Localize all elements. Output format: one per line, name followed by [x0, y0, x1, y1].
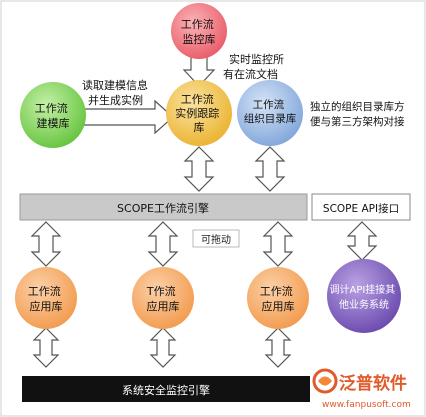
- app-lib-1-line-1: 工作流: [28, 284, 61, 298]
- arrow-engine-app1: [30, 221, 62, 267]
- security-bar: [22, 376, 310, 402]
- draggable-tag-label: 可拖动: [201, 233, 231, 246]
- arrow-engine-app3: [262, 221, 294, 267]
- read-model-note: 读取建模信息 并生成实例: [82, 78, 152, 107]
- arrow-monitor-to-tracking: [182, 56, 216, 87]
- api-bar: [311, 193, 411, 221]
- app-lib-2-node: [132, 267, 194, 329]
- api-bubble-line-1: 调计API挂接其: [329, 283, 395, 296]
- arrow-model-to-tracking: [83, 99, 174, 135]
- app-lib-2-line-2: 应用库: [147, 299, 180, 313]
- org-note: 独立的组织目录库方 便与第三方架构对接: [310, 100, 408, 128]
- model-lib-line-2: 建模库: [37, 116, 70, 130]
- tracking-lib-line-2: 实例跟踪: [175, 106, 219, 120]
- org-note-line-1: 独立的组织目录库方: [310, 100, 405, 113]
- monitor-lib-line-1: 工作流: [181, 17, 214, 31]
- model-lib-node: [20, 82, 86, 148]
- api-bubble-node: [327, 259, 401, 333]
- monitor-lib-line-2: 监控库: [183, 32, 216, 46]
- org-lib-node: [237, 80, 303, 146]
- org-lib-line-2: 组织目录库: [244, 112, 297, 125]
- realtime-note-line-1: 实时监控所: [229, 52, 284, 66]
- app-lib-2-label: T作流 应用库: [146, 284, 180, 313]
- realtime-note: 实时监控所 有在流文档: [223, 52, 288, 81]
- org-lib-label: 工作流 组织目录库: [244, 98, 297, 125]
- brand-url: www.fanpusoft.com: [322, 400, 411, 410]
- api-bar-label: SCOPE API接口: [323, 202, 399, 215]
- tracking-lib-label: 工作流 实例跟踪 库: [175, 92, 223, 134]
- org-note-line-2: 便与第三方架构对接: [310, 115, 405, 128]
- app-lib-1-line-2: 应用库: [30, 299, 63, 313]
- tracking-lib-node: [166, 80, 232, 146]
- realtime-note-line-2: 有在流文档: [223, 67, 278, 81]
- arrow-app2-security: [149, 327, 177, 368]
- app-lib-2-line-1: T作流: [146, 284, 176, 298]
- brand-name: 泛普软件: [339, 373, 407, 394]
- model-lib-line-1: 工作流: [35, 101, 68, 115]
- arrow-tracking-engine: [183, 146, 215, 192]
- monitor-lib-node: [171, 3, 227, 59]
- draggable-tag: [192, 229, 240, 248]
- arrow-engine-app2: [147, 221, 179, 267]
- security-bar-label: 系统安全监控引擎: [122, 383, 210, 397]
- app-lib-1-node: [15, 267, 77, 329]
- monitor-lib-label: 工作流 监控库: [181, 17, 218, 46]
- read-model-note-line-2: 并生成实例: [88, 93, 143, 107]
- model-lib-label: 工作流 建模库: [35, 101, 72, 130]
- brand-mark-icon: [312, 368, 338, 394]
- app-lib-3-line-2: 应用库: [262, 299, 295, 313]
- app-lib-3-line-1: 工作流: [260, 284, 293, 298]
- engine-bar-label: SCOPE工作流引擎: [117, 201, 209, 215]
- tracking-lib-line-1: 工作流: [181, 92, 214, 106]
- arrow-org-engine: [254, 146, 286, 192]
- read-model-note-line-1: 读取建模信息: [82, 78, 148, 92]
- api-bubble-label: 调计API挂接其 他业务系统: [329, 283, 398, 311]
- arrow-app3-security: [264, 327, 292, 368]
- app-lib-3-node: [247, 267, 309, 329]
- brand-logo: 泛普软件 www.fanpusoft.com: [312, 368, 411, 410]
- app-lib-3-label: 工作流 应用库: [260, 284, 297, 313]
- app-lib-1-label: 工作流 应用库: [28, 284, 65, 313]
- tracking-lib-line-3: 库: [194, 121, 205, 134]
- brand-swirl-icon: [318, 376, 332, 386]
- engine-bar: [19, 193, 308, 221]
- org-lib-line-1: 工作流: [253, 98, 285, 111]
- arrow-app1-security: [32, 327, 60, 368]
- api-bubble-line-2: 他业务系统: [339, 298, 389, 311]
